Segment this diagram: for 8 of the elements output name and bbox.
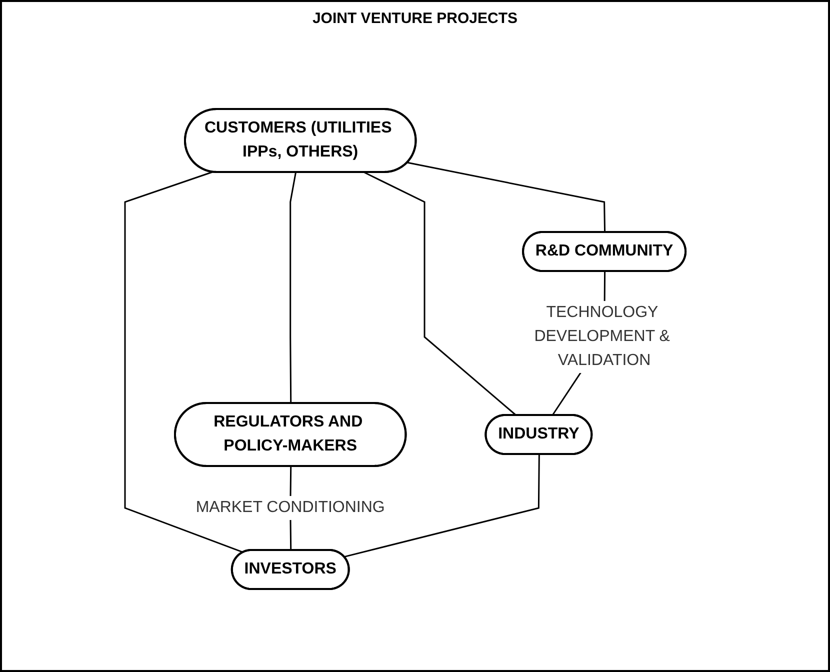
edge-label: TECHNOLOGY DEVELOPMENT & VALIDATION xyxy=(534,304,670,369)
edge-label: MARKET CONDITIONING xyxy=(196,499,386,516)
connector xyxy=(408,162,606,233)
note-label: JOINT VENTURE PROJECTS xyxy=(312,10,518,27)
connector xyxy=(124,171,244,554)
connector xyxy=(364,172,518,416)
connector xyxy=(344,454,540,558)
connector xyxy=(290,172,297,404)
